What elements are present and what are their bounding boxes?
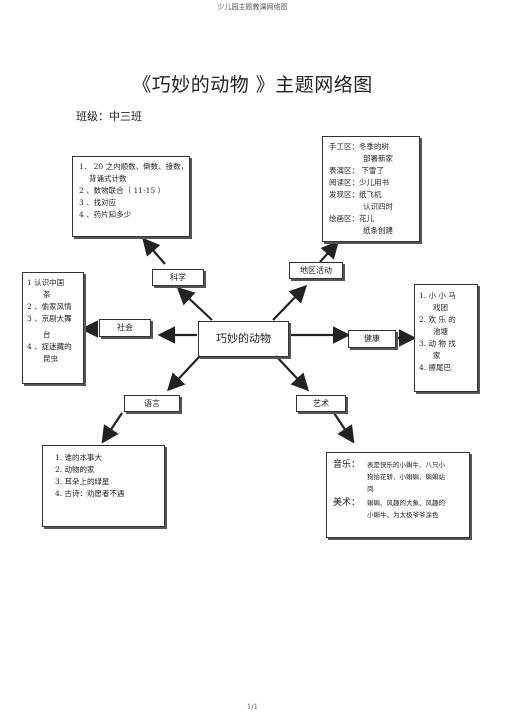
node-region: 地区活动 (289, 262, 343, 279)
page-title: 《巧妙的动物 》主题网络图 (132, 74, 373, 96)
art-line: 蝌蝌、风趣的大象、风趣的 (367, 499, 445, 507)
node-society: 社会 (99, 319, 151, 337)
arrow-science-to-box (142, 237, 166, 265)
art-art-label: 美术： (333, 498, 361, 508)
node-health: 健康 (348, 330, 396, 348)
page-header: 少儿园主题教课网络图 (217, 3, 288, 11)
region-line: 表演区： 下雪了 (329, 166, 384, 175)
class-label: 班级：中三班 (76, 110, 142, 123)
node-language: 语言 (124, 395, 180, 412)
health-line: 家 (433, 351, 441, 360)
science-line: 3 、找对应 (79, 198, 117, 207)
health-line: 戏团 (433, 303, 448, 312)
arrow-to-region (272, 284, 308, 321)
language-box: 1. 谁的本事大 2. 动物的家 3. 耳朵上的绿星 4. 古诗：劝愿者不遇 (42, 445, 165, 527)
art-music-label: 音乐： (333, 460, 361, 470)
language-line: 3. 耳朵上的绿星 (55, 477, 110, 486)
arrow-to-art (275, 355, 310, 392)
health-line: 1. 小 小 马 (419, 291, 456, 300)
language-line: 4. 古诗：劝愿者不遇 (55, 489, 125, 498)
health-line: 池塘 (433, 327, 448, 336)
arrow-art-to-box (333, 412, 355, 444)
region-line: 纸条创建 (363, 226, 393, 235)
health-line: 2. 欢 乐 的 (419, 315, 456, 324)
society-line: 台 (43, 330, 51, 339)
science-box: 1． 20 之内顺数、倒数、接数， 背诵式计数 2 、数物联合（ 11-15 ）… (72, 156, 190, 237)
node-science: 科学 (152, 269, 204, 286)
society-line: 茶 (43, 290, 51, 299)
region-line: 部署新家 (363, 154, 393, 163)
region-line: 认识四时 (363, 202, 393, 211)
health-line: 3. 动 物 找 (419, 339, 456, 348)
art-line: 岗 (367, 485, 374, 493)
society-box: 1 认识中国 茶 2 、偷家风情 3 、京剧大舞 台 4 、捉迷藏的 昆虫 (22, 272, 84, 384)
arrow-region-to-box (319, 240, 339, 263)
art-line: 小蝌牛、为太极爷爷涂色 (367, 511, 439, 519)
region-line: 阅读区：少儿用书 (329, 178, 389, 187)
region-line: 绘画区：花儿 (329, 214, 374, 223)
art-line: 狗抬花轿、小蝌蝌、蝌蝌站 (367, 473, 445, 481)
art-box: 音乐： 表是快乐的小蝌牛、八只小 狗抬花轿、小蝌蝌、蝌蝌站 岗 美术： 蝌蝌、风… (326, 452, 470, 538)
society-line: 1 认识中国 (27, 278, 65, 287)
science-line: 4 、药片知多少 (79, 210, 132, 219)
node-art: 艺术 (296, 395, 346, 412)
society-line: 3 、京剧大舞 (27, 314, 72, 323)
science-line: 2 、数物联合（ 11-15 ） (79, 186, 166, 195)
society-line: 昆虫 (43, 354, 58, 363)
arrow-language-to-box (101, 412, 123, 444)
science-line: 1． 20 之内顺数、倒数、接数， (79, 162, 189, 171)
health-box: 1. 小 小 马 戏团 2. 欢 乐 的 池塘 3. 动 物 找 家 4. 擦尾… (414, 284, 478, 392)
page-footer: 1/1 (246, 703, 259, 711)
society-line: 4 、捉迷藏的 (27, 342, 72, 351)
society-line: 2 、偷家风情 (27, 302, 72, 311)
arrow-to-science (176, 286, 213, 321)
science-line: 背诵式计数 (89, 174, 127, 183)
arrow-to-language (166, 355, 201, 392)
region-box: 手工区：冬季的树 部署新家 表演区： 下雪了 阅读区：少儿用书 发现区：纸飞机 … (322, 136, 420, 242)
region-line: 手工区：冬季的树 (329, 142, 389, 151)
center-node: 巧妙的动物 (198, 321, 289, 357)
language-line: 2. 动物的家 (55, 465, 95, 474)
health-line: 4. 擦尾巴 (419, 363, 452, 372)
art-line: 表是快乐的小蝌牛、八只小 (367, 461, 445, 469)
region-line: 发现区：纸飞机 (329, 190, 382, 199)
language-line: 1. 谁的本事大 (55, 453, 103, 462)
